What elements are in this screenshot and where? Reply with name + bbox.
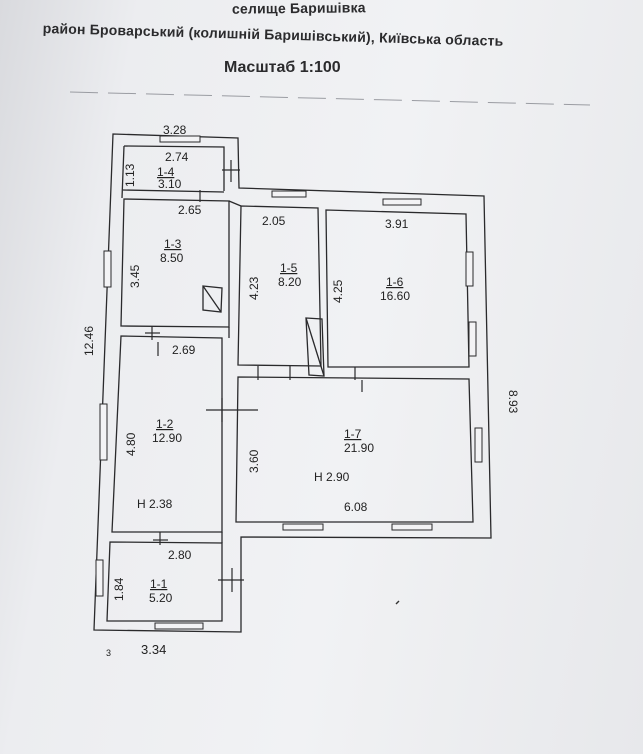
dim-room2-width: 2.69 <box>172 343 196 357</box>
dim-bottom-width: 3.34 <box>141 642 166 657</box>
room-id: 1-3 <box>164 237 182 251</box>
room-id: 1-5 <box>280 261 298 275</box>
dim-room1-height: 1.84 <box>112 577 126 601</box>
window <box>382 198 422 206</box>
dim-room7-width: 6.08 <box>344 500 368 514</box>
dim-room3-height: 3.45 <box>128 264 142 288</box>
doors <box>145 160 363 592</box>
room-label-1-1: 1-1 5.20 <box>149 577 173 605</box>
header-rule <box>69 91 591 106</box>
dim-right-height: 8.93 <box>506 390 520 414</box>
windows <box>95 135 483 630</box>
porch-inner-wall <box>123 145 225 191</box>
room-label-1-3: 1-3 8.50 <box>160 237 184 265</box>
room-id: 1-1 <box>150 577 168 591</box>
room-area: 16.60 <box>380 289 410 303</box>
dim-room2-height: 4.80 <box>124 432 138 456</box>
porch-left-inner <box>121 145 125 199</box>
room-id: 1-7 <box>344 427 362 441</box>
corner-mark: 3 <box>106 648 111 658</box>
window <box>391 523 433 531</box>
dim-room3-width: 2.65 <box>178 203 202 217</box>
walls <box>93 133 492 633</box>
room-area: 8.50 <box>160 251 184 265</box>
room-1-1-walls <box>106 541 223 622</box>
dim-room7-height: 3.60 <box>247 449 261 473</box>
room-area: 3.10 <box>158 177 182 191</box>
room-label-1-2: 1-2 12.90 <box>152 417 182 445</box>
ceiling-height-room7: Н 2.90 <box>314 470 350 484</box>
ceiling-height-room2: Н 2.38 <box>137 497 173 511</box>
dim-room6-height: 4.25 <box>331 279 345 303</box>
room-id: 1-6 <box>386 275 404 289</box>
dim-room5-height: 4.23 <box>247 276 261 300</box>
porch-bottom-wall <box>122 189 225 193</box>
room-area: 21.90 <box>344 441 374 455</box>
window <box>474 427 483 463</box>
room-1-7-walls <box>235 376 474 523</box>
window <box>103 250 112 288</box>
window <box>465 251 474 287</box>
window <box>154 622 204 630</box>
dim-total-height: 12.46 <box>82 326 96 356</box>
room-area: 5.20 <box>149 591 173 605</box>
dim-room6-width: 3.91 <box>385 217 409 231</box>
stair-diagonal <box>202 285 222 313</box>
window <box>271 190 307 198</box>
outer-wall <box>93 133 492 633</box>
room-label-1-4: 1-4 3.10 <box>157 165 182 191</box>
window <box>468 321 477 357</box>
room-label-1-5: 1-5 8.20 <box>278 261 302 289</box>
window <box>159 135 201 143</box>
window <box>99 403 108 461</box>
dim-porch-height: 1.13 <box>123 163 137 187</box>
stray-mark <box>395 600 400 605</box>
room-id: 1-2 <box>156 417 174 431</box>
room-area: 12.90 <box>152 431 182 445</box>
room-1-6-walls <box>325 209 470 368</box>
room-label-1-6: 1-6 16.60 <box>380 275 410 303</box>
dim-top-width: 3.28 <box>163 123 187 137</box>
dim-room1-width: 2.80 <box>168 548 192 562</box>
scale-label: Масштаб 1:100 <box>224 59 341 76</box>
room-label-1-7: 1-7 21.90 <box>344 427 374 455</box>
stair-diagonal-2 <box>305 317 325 377</box>
window <box>282 523 324 531</box>
room-id: 1-4 <box>157 165 175 179</box>
dim-porch-inner-width: 2.74 <box>165 150 189 164</box>
window <box>95 559 104 597</box>
dim-room5-width: 2.05 <box>262 214 286 228</box>
room-area: 8.20 <box>278 275 302 289</box>
